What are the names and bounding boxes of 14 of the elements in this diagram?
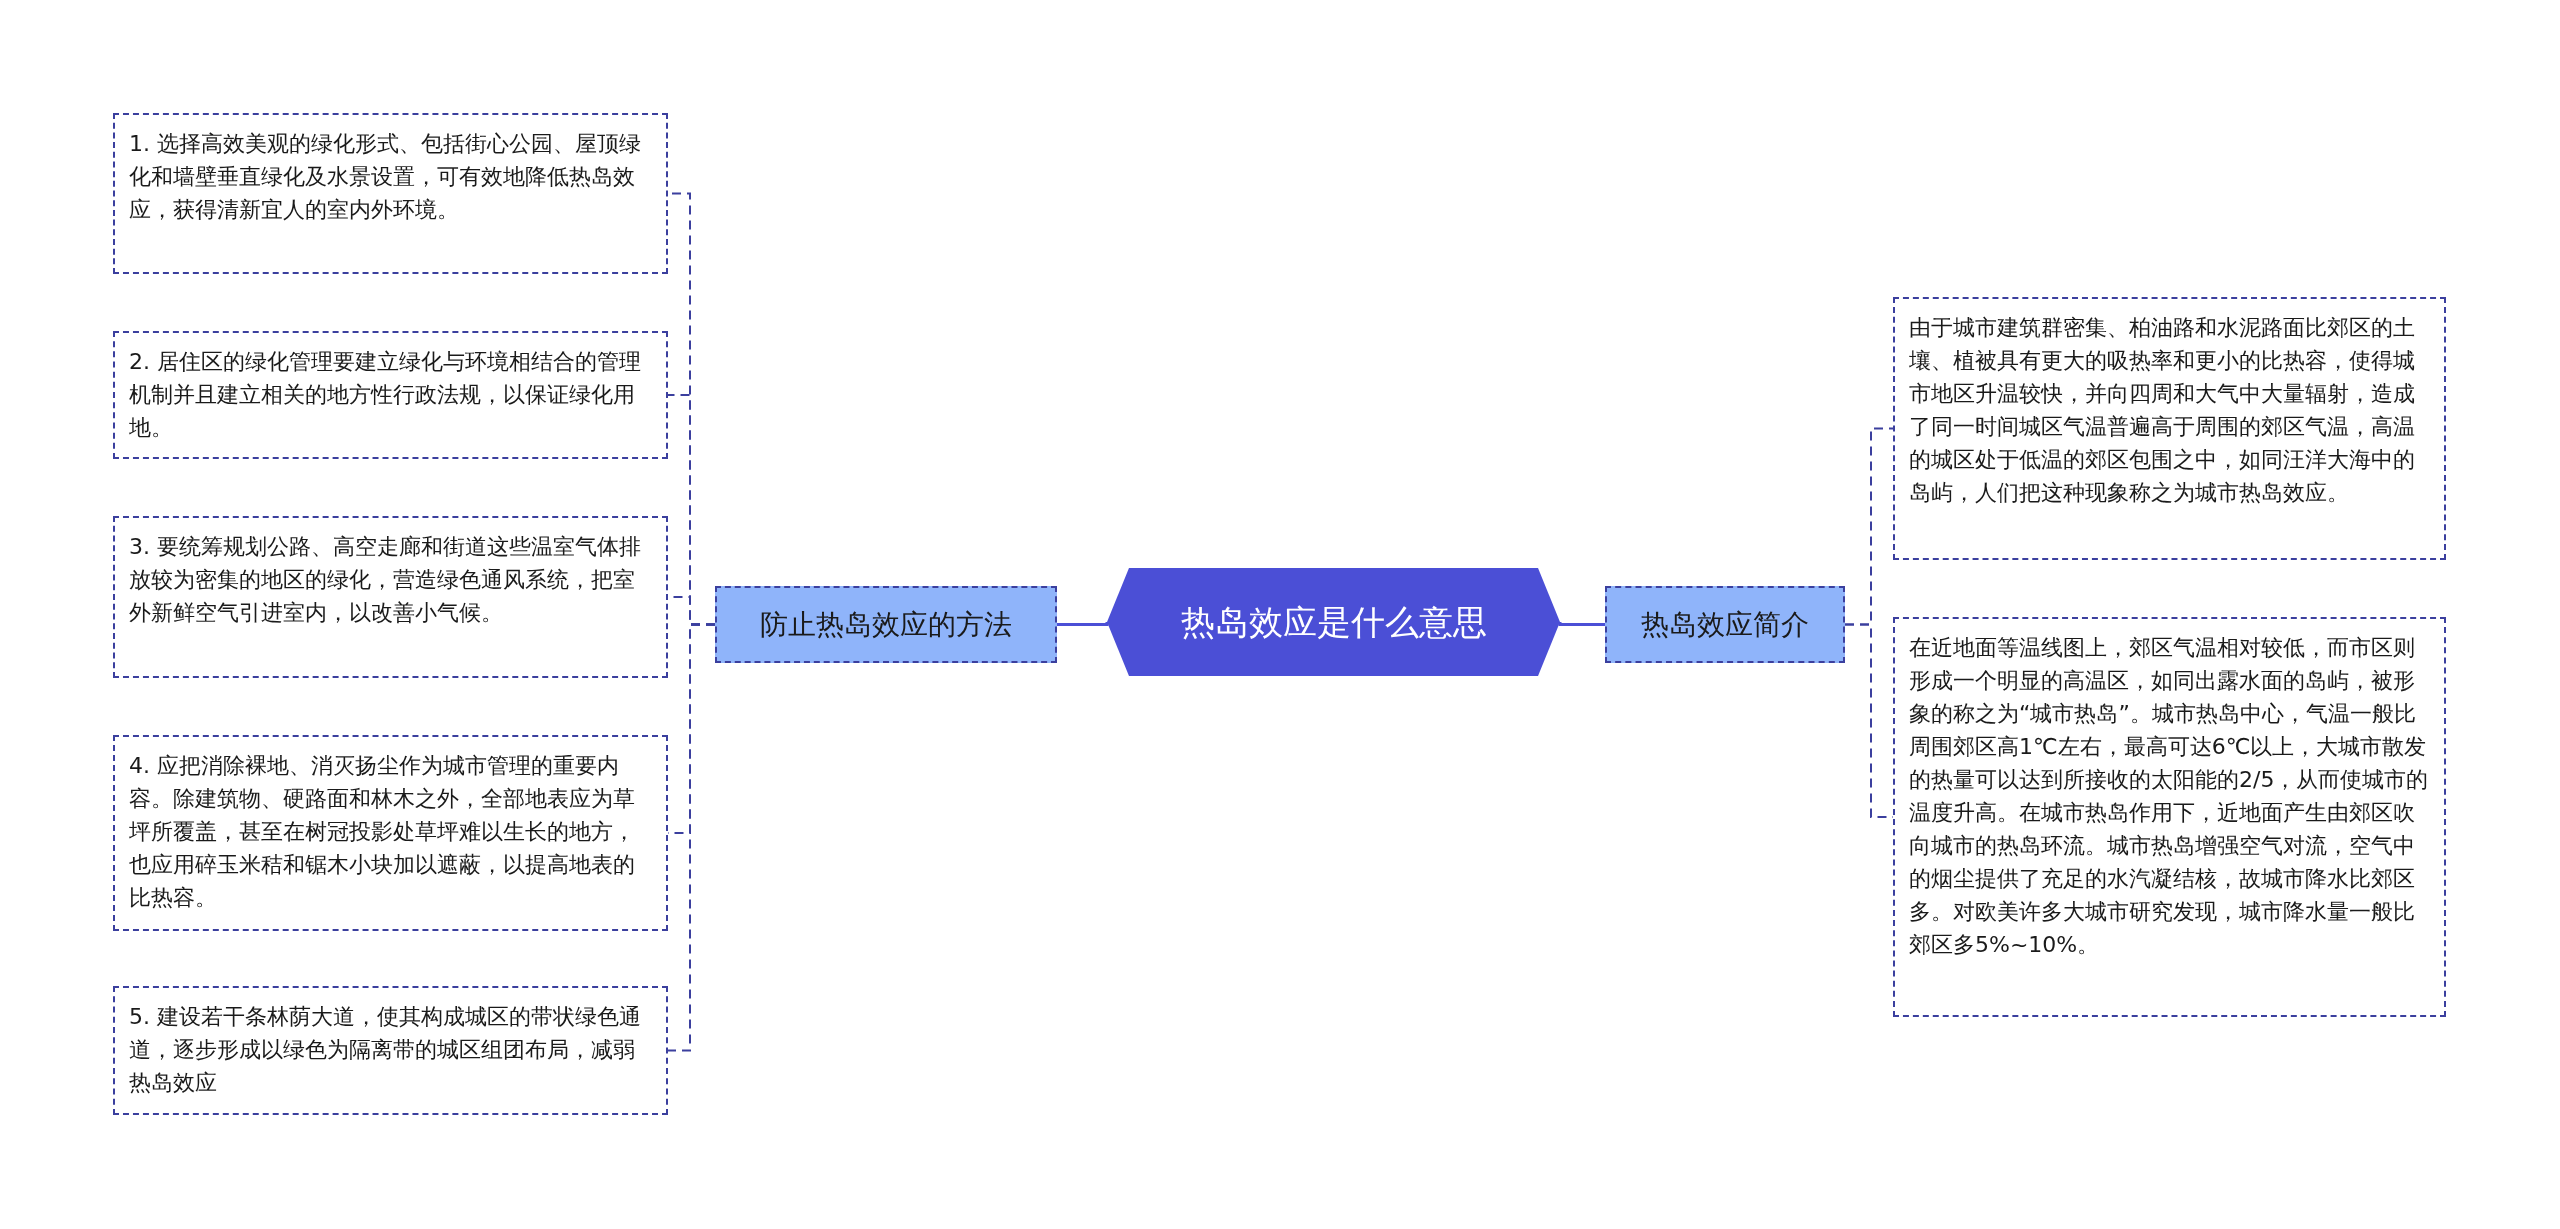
text-box: 1. 选择高效美观的绿化形式、包括街心公园、屋顶绿化和墙壁垂直绿化及水景设置，可有效地降低热岛效应，获得清新宜人的室内外环境。 [113, 113, 668, 274]
connector-line [1057, 620, 1109, 626]
text-box: 2. 居住区的绿化管理要建立绿化与环境相结合的管理机制并且建立相关的地方性行政法规，以保证绿化用地。 [113, 331, 668, 459]
text-box: 由于城市建筑群密集、柏油路和水泥路面比郊区的土壤、植被具有更大的吸热率和更小的比热容，使得城市地区升温较快，并向四周和大气中大量辐射，造成了同一时间城区气温普遍高于周围的郊区气温，高温的城区处于低温的郊区包围之中，如同汪洋大海中的岛屿，人们把这种现象称之为城市热岛效应。 [1893, 297, 2446, 560]
connector-line [667, 623, 716, 1052]
topic-title: 热岛效应是什么意思 [1180, 600, 1487, 644]
text-box: 在近地面等温线图上，郊区气温相对较低，而市区则形成一个明显的高温区，如同出露水面的岛屿，被形象的称之为“城市热岛”。城市热岛中心，气温一般比周围郊区高1℃左右，最高可达6℃以上，大城市散发的热量可以达到所接收的太阳能的2/5，从而使城市的温度升高。在城市热岛作用下，近地面产生由郊区吹向城市的热岛环流。城市热岛增强空气对流，空气中的烟尘提供了充足的水汽凝结核，故城市降水比郊区多。对欧美许多大城市研究发现，城市降水量一般比郊区多5%~10%。 [1893, 617, 2446, 1017]
subtopic-box: 防止热岛效应的方法 [715, 586, 1057, 663]
connector-line [1558, 620, 1605, 626]
text-box: 4. 应把消除裸地、消灭扬尘作为城市管理的重要内容。除建筑物、硬路面和林木之外，全部地表应为草坪所覆盖，甚至在树冠投影处草坪难以生长的地方，也应用碎玉米秸和锯木小块加以遮蔽，以提高地表的比热容。 [113, 735, 668, 931]
central-topic-hexagon [1107, 568, 1560, 676]
subtopic-box: 热岛效应简介 [1605, 586, 1845, 663]
text-box: 3. 要统筹规划公路、高空走廊和街道这些温室气体排放较为密集的地区的绿化，营造绿色通风系统，把室外新鲜空气引进室内，以改善小气候。 [113, 516, 668, 678]
text-box: 5. 建设若干条林荫大道，使其构成城区的带状绿色通道，逐步形成以绿色为隔离带的城区组团布局，减弱热岛效应 [113, 986, 668, 1115]
